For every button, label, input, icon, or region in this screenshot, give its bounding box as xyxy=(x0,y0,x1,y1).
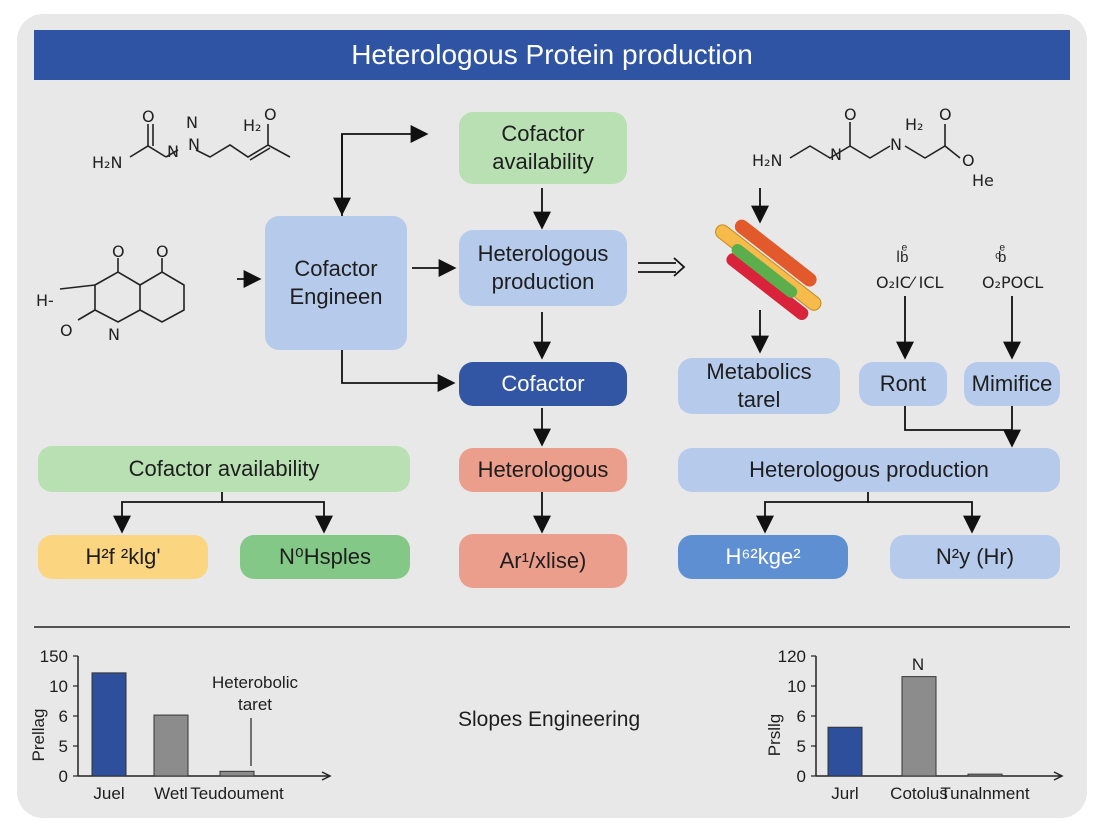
svg-text:N: N xyxy=(188,135,200,154)
box-cofactor: Cofactor xyxy=(459,362,627,406)
svg-text:e: e xyxy=(984,171,994,190)
chem-structure-left-top xyxy=(129,124,291,161)
svg-text:O: O xyxy=(112,242,125,261)
svg-text:O: O xyxy=(844,105,857,124)
chart-0-x-axis-arrow xyxy=(321,771,332,781)
svg-text:N: N xyxy=(890,135,902,154)
box-heterologous-production-right: Heterologous production xyxy=(678,448,1060,492)
chart-1-bar-tunalnment xyxy=(967,773,1003,777)
chart-0-category-label: Wetl xyxy=(154,784,188,803)
box-heterologous-production-center: Heterologous production xyxy=(459,230,627,306)
svg-text:H-: H- xyxy=(36,291,54,310)
svg-text:O: O xyxy=(264,105,277,124)
box-h2f2klg: H²f ²klg' xyxy=(38,535,208,579)
arrow-engineen-to-cofactor xyxy=(341,350,456,392)
chem-labels-right-top: H₂N N O N H₂ O O H e xyxy=(752,105,994,190)
box-cofactor-availability-left: Cofactor availability xyxy=(38,446,410,492)
chem-labels-left-ring: O O H- O N xyxy=(36,242,169,344)
arrow-production-to-n2y xyxy=(868,501,981,534)
arrow-availability-to-h2f xyxy=(113,492,223,534)
svg-text:N: N xyxy=(108,325,120,344)
svg-text:O: O xyxy=(939,105,952,124)
svg-text:O: O xyxy=(60,321,73,340)
chart-1-ytick-label: 5 xyxy=(797,737,806,756)
svg-text:N: N xyxy=(186,113,198,132)
ocl-structure-1: O₂IC⁄ ICL xyxy=(876,273,944,292)
svg-text:O: O xyxy=(156,242,169,261)
chart-0-category-label: Juel xyxy=(93,784,124,803)
box-cofactor-availability-top: Cofactor availability xyxy=(459,112,627,184)
arrow-availability-to-n0 xyxy=(222,501,333,534)
chem-structure-right-top xyxy=(789,122,961,159)
chart-0-category-label: Teudoument xyxy=(190,784,284,803)
chart-0-bar-juel xyxy=(91,672,127,777)
chart-0-ytick-label: 0 xyxy=(59,767,68,786)
double-arrow-head xyxy=(673,257,686,277)
chem-structure-left-ring xyxy=(59,258,185,323)
box-metabolics-tarel: Metabolics tarel xyxy=(678,358,840,414)
svg-text:H₂N: H₂N xyxy=(752,151,782,170)
chart-1-ylabel: Prsllg xyxy=(765,714,784,757)
chart-0-ytick-label: 10 xyxy=(49,677,68,696)
arrow-production-to-h62 xyxy=(756,492,869,534)
chem-labels-left-top: O H₂N N N N H₂ O xyxy=(92,105,277,172)
middle-caption: Slopes Engineering xyxy=(458,708,641,731)
chart-0-ytick-label: 150 xyxy=(40,647,68,666)
svg-text:ͦbͤ: ͦbͤ xyxy=(995,245,1006,266)
svg-text:H₂: H₂ xyxy=(243,116,261,135)
chart-1-ytick-label: 6 xyxy=(797,707,806,726)
diagram-title: Heterologous Protein production xyxy=(34,30,1070,80)
ocl-structures: O₂IC⁄ ICL lbͤ O₂POCL ͦbͤ xyxy=(876,245,1043,292)
chart-1-ytick-label: 120 xyxy=(778,647,806,666)
chart-1-category-label: Cotolus xyxy=(890,784,948,803)
svg-text:H₂: H₂ xyxy=(905,115,923,134)
chart-1-bar-jurl xyxy=(827,726,863,777)
svg-text:O: O xyxy=(142,107,155,126)
ocl-structure-2: O₂POCL xyxy=(982,273,1043,292)
box-mimifice: Mimifice xyxy=(964,362,1060,406)
chart-0-bar-teudoument xyxy=(219,770,255,777)
chart-1-ytick-label: 10 xyxy=(787,677,806,696)
svg-text:N: N xyxy=(830,145,842,164)
svg-text:N: N xyxy=(167,142,179,161)
svg-text:lbͤ: lbͤ xyxy=(896,245,909,266)
box-n2y-hr: N²y (Hr) xyxy=(890,535,1060,579)
chart-1-x-axis-arrow xyxy=(1053,771,1064,781)
svg-text:H₂N: H₂N xyxy=(92,153,122,172)
box-n0hsples: N⁰Hsples xyxy=(240,535,410,579)
svg-text:H: H xyxy=(972,171,984,190)
chart-1-bar-cotolus xyxy=(901,676,937,777)
box-cofactor-engineen: Cofactor Engineen xyxy=(265,216,407,350)
chart-1-category-label: Jurl xyxy=(831,784,858,803)
box-h62kge2: H⁶²kge² xyxy=(678,535,848,579)
line-ront-join xyxy=(904,406,1012,431)
chart-1-ytick-label: 0 xyxy=(797,767,806,786)
chart-0-ytick-label: 5 xyxy=(59,737,68,756)
chart-0-ylabel: Prellag xyxy=(29,709,48,762)
svg-text:O: O xyxy=(962,151,975,170)
box-ront: Ront xyxy=(859,362,947,406)
chart-1-annotation: N xyxy=(912,655,924,674)
chart-0-annotation-line2: taret xyxy=(238,695,272,714)
box-arlxlise: Ar¹/xlise) xyxy=(459,534,627,588)
protein-ribbon-illustration xyxy=(715,219,822,321)
chart-0-ytick-label: 6 xyxy=(59,707,68,726)
chart-0-annotation-line1: Heterobolic xyxy=(212,673,298,692)
box-heterologous: Heterologous xyxy=(459,448,627,492)
chart-0-bar-wetl xyxy=(153,714,189,777)
chart-1-category-label: Tunalnment xyxy=(940,784,1029,803)
